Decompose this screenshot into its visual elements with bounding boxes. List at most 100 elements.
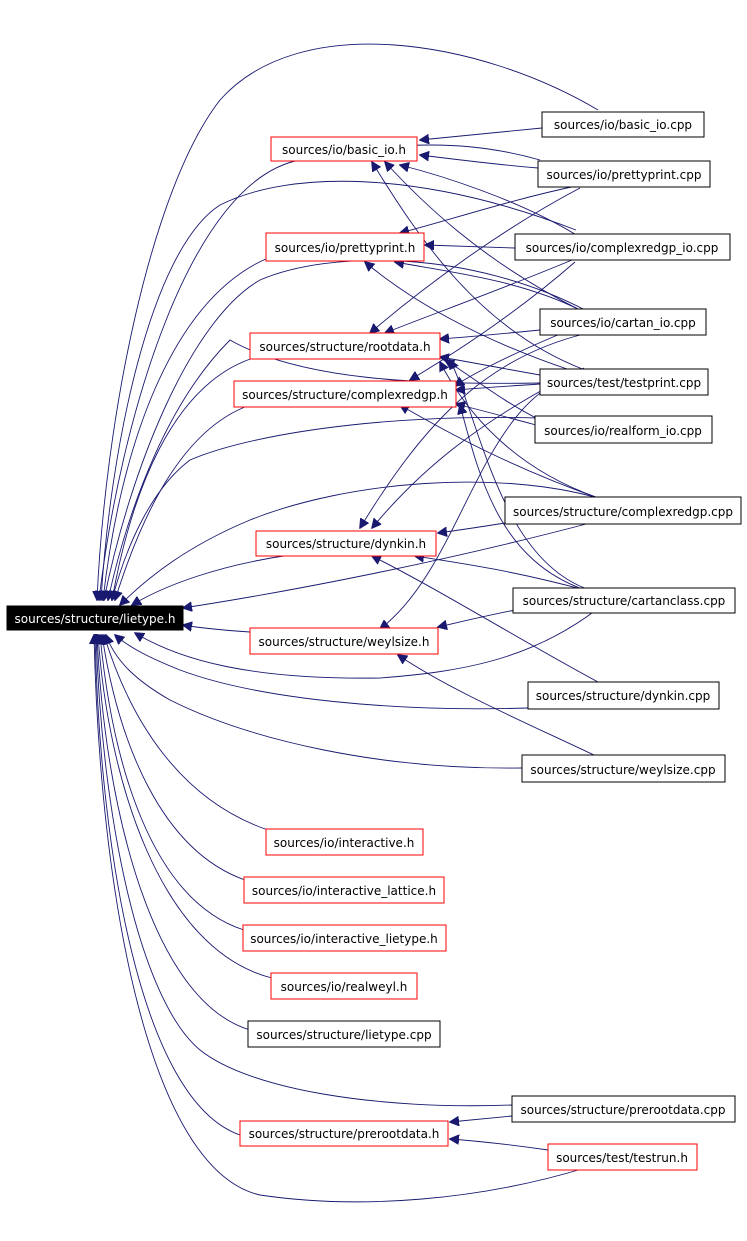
- node-realform-io-cpp-label: sources/io/realform_io.cpp: [544, 424, 702, 438]
- node-cartan-io-cpp-label: sources/io/cartan_io.cpp: [550, 316, 696, 330]
- edge-complexredgp-io-cpp-to-basic-io-h: [400, 165, 579, 237]
- node-cartan-io-cpp[interactable]: sources/io/cartan_io.cpp: [539, 308, 707, 336]
- node-weylsize-h-label: sources/structure/weylsize.h: [259, 635, 430, 649]
- edge-lietype-cpp-unused: [106, 635, 523, 769]
- node-complexredgp-h[interactable]: sources/structure/complexredgp.h: [233, 380, 457, 408]
- edge-dynkin-h-to-lietype-h: [132, 554, 291, 605]
- edge-cartan-io-cpp-to-complexredgp-h: [455, 333, 561, 386]
- edge-prerootdata-h-to-lietype-h: [95, 635, 241, 1136]
- edge-cartanclass-cpp-to-dynkin-h: [415, 556, 586, 591]
- node-interactive-h[interactable]: sources/io/interactive.h: [265, 828, 424, 856]
- edge-interactive-lietype-h-to-lietype-h: [100, 635, 245, 931]
- node-cartanclass-cpp[interactable]: sources/structure/cartanclass.cpp: [512, 587, 736, 614]
- edge-cartan-io-cpp-to-lietype-h: [104, 259, 586, 600]
- node-prerootdata-h[interactable]: sources/structure/prerootdata.h: [239, 1120, 449, 1147]
- node-lietype-cpp-label: sources/structure/lietype.cpp: [256, 1028, 431, 1042]
- edge-complexredgp-io-cpp-to-prettyprint-h: [425, 245, 516, 248]
- edge-lietype-cpp-to-lietype-h: [97, 635, 251, 1031]
- node-basic-io-h[interactable]: sources/io/basic_io.h: [270, 136, 418, 162]
- node-testprint-cpp[interactable]: sources/test/testprint.cpp: [539, 368, 709, 396]
- edge-cartanclass-cpp-to-lietype-h: [183, 522, 591, 608]
- edge-complexredgp-io-cpp-to-lietype-h: [101, 180, 577, 600]
- node-realform-io-cpp[interactable]: sources/io/realform_io.cpp: [534, 415, 713, 444]
- edge-prettyprint-cpp-to-lietype-h: [99, 144, 541, 600]
- edge-cartan-io-cpp-to-basic-io-h: [385, 162, 581, 311]
- node-weylsize-h[interactable]: sources/structure/weylsize.h: [249, 627, 439, 655]
- node-dynkin-cpp-label: sources/structure/dynkin.cpp: [536, 689, 711, 703]
- node-prettyprint-cpp-label: sources/io/prettyprint.cpp: [547, 168, 702, 182]
- edge-prettyprint-cpp-to-basic-io-h: [420, 155, 539, 169]
- edge-prettyprint-cpp-to-prettyprint-h: [400, 185, 577, 233]
- node-weylsize-cpp-label: sources/structure/weylsize.cpp: [530, 763, 715, 777]
- edge-cartanclass-cpp-to-complexredgp-h: [460, 405, 586, 591]
- node-basic-io-cpp-label: sources/io/basic_io.cpp: [554, 118, 692, 132]
- edge-weylsize-cpp-to-weylsize-h: [398, 655, 597, 757]
- node-basic-io-h-label: sources/io/basic_io.h: [282, 143, 406, 157]
- node-lietype-h-label: sources/structure/lietype.h: [15, 612, 176, 626]
- edge-prerootdata-cpp-to-lietype-h: [96, 635, 513, 1107]
- edge-complexredgp-io-cpp-to-complexredgp-h: [410, 261, 576, 380]
- edge-realweyl-h-to-lietype-h: [98, 635, 273, 979]
- node-prerootdata-cpp-label: sources/structure/prerootdata.cpp: [520, 1103, 725, 1117]
- nodes: sources/structure/lietype.h sources/io/b…: [6, 111, 742, 1171]
- edge-testrun-h-to-prerootdata-h: [450, 1139, 549, 1151]
- edge-complexredgp-cpp-to-dynkin-h: [438, 522, 506, 533]
- edge-weylsize-cpp-to-lietype-h: [115, 635, 529, 710]
- edge-cartanclass-cpp-to-weylsize-h: [438, 609, 516, 627]
- edge-realform-io-cpp-to-lietype-h: [112, 416, 579, 600]
- node-weylsize-cpp[interactable]: sources/structure/weylsize.cpp: [521, 754, 726, 783]
- node-complexredgp-cpp-label: sources/structure/complexredgp.cpp: [513, 505, 733, 519]
- edge-complexredgp-cpp-to-complexredgp-h: [400, 405, 599, 499]
- node-prerootdata-cpp[interactable]: sources/structure/prerootdata.cpp: [511, 1095, 736, 1123]
- edge-complexredgp-cpp-to-lietype-h: [120, 481, 599, 605]
- node-testrun-h-label: sources/test/testrun.h: [556, 1151, 688, 1165]
- edge-prerootdata-cpp-to-prerootdata-h: [450, 1115, 513, 1122]
- edge-interactive-h-to-lietype-h: [104, 635, 269, 831]
- edge-testrun-h-to-lietype-h: [94, 635, 586, 1203]
- node-complexredgp-io-cpp-label: sources/io/complexredgp_io.cpp: [526, 241, 719, 255]
- edge-basic-io-cpp-to-basic-io-h: [420, 127, 543, 140]
- node-realweyl-h[interactable]: sources/io/realweyl.h: [270, 972, 418, 1000]
- edge-basic-io-cpp-to-lietype-h: [97, 43, 599, 600]
- node-dynkin-h-label: sources/structure/dynkin.h: [266, 537, 426, 551]
- node-prettyprint-cpp[interactable]: sources/io/prettyprint.cpp: [537, 160, 711, 188]
- node-prettyprint-h-label: sources/io/prettyprint.h: [275, 241, 416, 255]
- node-interactive-h-label: sources/io/interactive.h: [274, 836, 415, 850]
- node-rootdata-h-label: sources/structure/rootdata.h: [259, 340, 430, 354]
- node-testprint-cpp-label: sources/test/testprint.cpp: [547, 376, 701, 390]
- node-interactive-lattice-h[interactable]: sources/io/interactive_lattice.h: [243, 876, 445, 904]
- node-complexredgp-cpp[interactable]: sources/structure/complexredgp.cpp: [504, 496, 742, 525]
- edge-dynkin-cpp-to-dynkin-h: [372, 556, 599, 683]
- edge-prettyprint-h-to-lietype-h: [103, 257, 269, 600]
- node-basic-io-cpp[interactable]: sources/io/basic_io.cpp: [541, 111, 705, 138]
- edge-dynkin-cpp-to-lietype-h: [135, 609, 597, 679]
- node-dynkin-cpp[interactable]: sources/structure/dynkin.cpp: [527, 681, 720, 710]
- node-realweyl-h-label: sources/io/realweyl.h: [281, 980, 408, 994]
- node-prerootdata-h-label: sources/structure/prerootdata.h: [249, 1127, 440, 1141]
- node-rootdata-h[interactable]: sources/structure/rootdata.h: [249, 332, 441, 360]
- node-prettyprint-h[interactable]: sources/io/prettyprint.h: [265, 232, 425, 262]
- edge-interactive-lattice-h-to-lietype-h: [102, 635, 246, 881]
- node-lietype-h[interactable]: sources/structure/lietype.h: [6, 605, 184, 631]
- node-complexredgp-h-label: sources/structure/complexredgp.h: [242, 388, 448, 402]
- edge-realform-io-cpp-to-complexredgp-h: [456, 404, 537, 426]
- edge-cartan-io-cpp-to-prettyprint-h: [395, 262, 581, 311]
- edge-prettyprint-cpp-to-rootdata-h: [370, 187, 581, 333]
- node-interactive-lattice-h-label: sources/io/interactive_lattice.h: [252, 884, 436, 898]
- edge-testprint-cpp-to-prettyprint-h: [365, 262, 571, 371]
- edge-rootdata-h-to-lietype-h: [112, 355, 261, 600]
- edge-complexredgp-h-to-lietype-h: [115, 404, 251, 600]
- edge-testprint-cpp-to-complexredgp-h: [456, 383, 541, 390]
- node-cartanclass-cpp-label: sources/structure/cartanclass.cpp: [523, 594, 726, 608]
- node-lietype-cpp[interactable]: sources/structure/lietype.cpp: [247, 1020, 441, 1048]
- edge-weylsize-h-to-lietype-h: [183, 625, 251, 633]
- edge-testprint-cpp-to-basic-io-h: [372, 162, 586, 371]
- edge-cartan-io-cpp-to-rootdata-h: [440, 329, 541, 339]
- node-testrun-h[interactable]: sources/test/testrun.h: [547, 1143, 698, 1171]
- node-interactive-lietype-h[interactable]: sources/io/interactive_lietype.h: [242, 924, 447, 952]
- node-complexredgp-io-cpp[interactable]: sources/io/complexredgp_io.cpp: [514, 233, 731, 261]
- node-dynkin-h[interactable]: sources/structure/dynkin.h: [255, 530, 437, 557]
- edge-complexredgp-io-cpp-to-rootdata-h: [385, 259, 573, 333]
- node-interactive-lietype-h-label: sources/io/interactive_lietype.h: [250, 932, 438, 946]
